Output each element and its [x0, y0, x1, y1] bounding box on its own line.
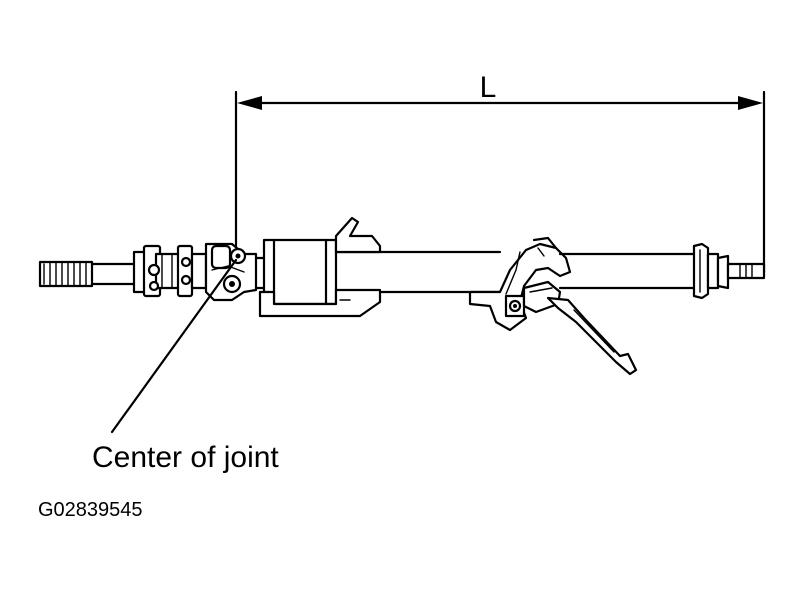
lower-universal-joint: [132, 244, 194, 298]
output-shaft: [726, 262, 766, 280]
tilt-mechanism: [468, 236, 572, 332]
upper-mounting-tab: [334, 216, 382, 254]
dimension-label: L: [480, 71, 497, 104]
callout-label: Center of joint: [92, 441, 279, 474]
column-tube-lower: [258, 216, 502, 318]
lower-mounting-bracket: [258, 288, 382, 318]
splined-shaft: [38, 260, 138, 288]
column-tube-upper: [558, 242, 730, 300]
arrowhead-left: [237, 96, 262, 110]
figure-id: G02839545: [38, 499, 143, 521]
tilt-lever: [546, 296, 638, 376]
arrowhead-right: [738, 96, 763, 110]
dimension-l: L: [234, 71, 766, 274]
upper-universal-joint: [190, 242, 270, 302]
callout-leader-line: [110, 258, 238, 434]
